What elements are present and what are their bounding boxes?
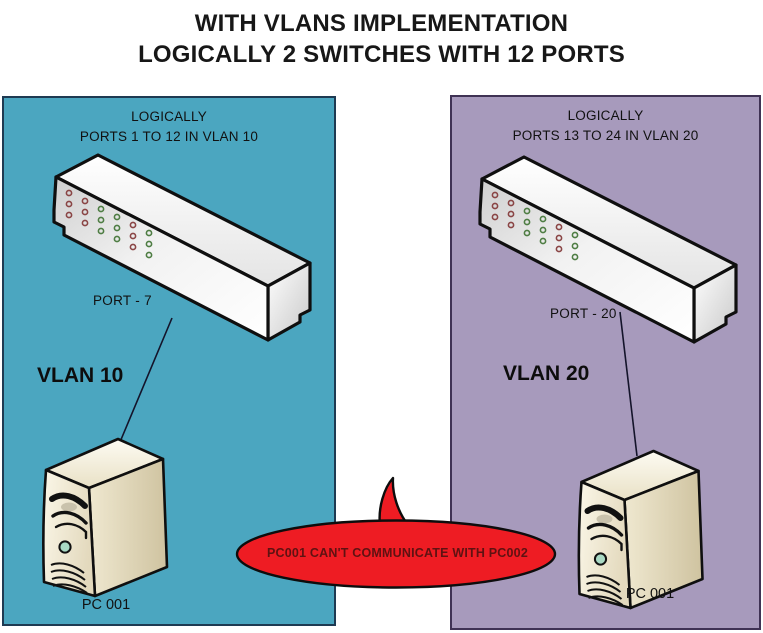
vlan10-heading-line2: PORTS 1 TO 12 IN VLAN 10	[79, 129, 259, 144]
callout-bubble-icon	[235, 476, 557, 589]
title-line-1: WITH VLANS IMPLEMENTATION	[194, 10, 569, 37]
switch-led-lights	[65, 189, 153, 259]
vlan20-label: VLAN 20	[503, 362, 590, 385]
vlan10-heading-line1: LOGICALLY	[131, 109, 207, 124]
vlan20-port-label: PORT - 20	[550, 306, 617, 321]
pc-front-details	[584, 504, 624, 606]
vlan20-heading-line1: LOGICALLY	[567, 108, 644, 123]
title-line-2: LOGICALLY 2 SWITCHES WITH 12 PORTS	[138, 41, 625, 68]
vlan10-pc-icon	[42, 437, 169, 598]
callout-tail-join	[379, 522, 409, 530]
vlan20-pc-icon	[577, 449, 704, 610]
vlan20-heading-line2: PORTS 13 TO 24 IN VLAN 20	[512, 128, 699, 143]
vlan20-panel-heading: LOGICALLY PORTS 13 TO 24 IN VLAN 20	[452, 106, 759, 146]
vlan20-pc-label: PC 001	[625, 586, 675, 602]
switch-led-lights	[491, 191, 579, 261]
vlan10-switch-icon	[52, 153, 312, 342]
vlan10-panel-heading: LOGICALLY PORTS 1 TO 12 IN VLAN 10	[4, 107, 334, 147]
callout-text: PC001 CAN'T COMMUNICATE WITH PC002	[267, 546, 528, 560]
callout-ellipse	[235, 519, 557, 589]
vlan10-pc-label: PC 001	[81, 597, 131, 613]
vlan10-label: VLAN 10	[37, 364, 124, 387]
vlan20-switch-icon	[478, 155, 738, 344]
page-title: WITH VLANS IMPLEMENTATION LOGICALLY 2 SW…	[0, 8, 763, 70]
pc-front-details	[49, 492, 88, 594]
vlan10-port-label: PORT - 7	[93, 293, 152, 308]
callout-tail	[378, 476, 410, 527]
